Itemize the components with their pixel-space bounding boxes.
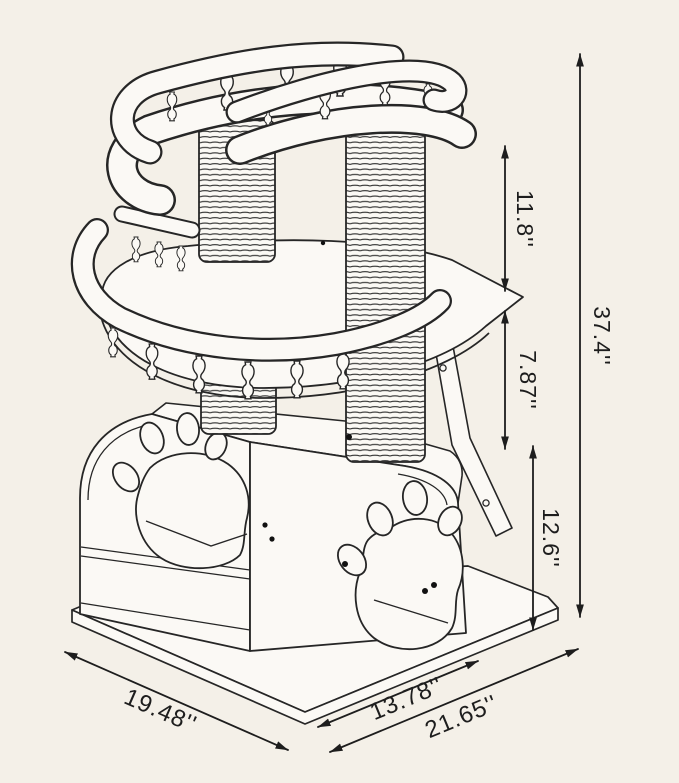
support-board-hole xyxy=(482,499,490,507)
base-board-edge xyxy=(71,607,559,725)
support-board-hole xyxy=(439,364,447,372)
middle-platform-railing xyxy=(70,205,452,400)
baluster xyxy=(131,236,141,263)
paw-cutout-left xyxy=(111,412,250,570)
cat-house xyxy=(79,402,467,652)
paw-toe xyxy=(111,461,141,493)
paw-interior-line xyxy=(145,520,248,547)
handrail xyxy=(227,61,466,122)
middle-platform xyxy=(99,239,524,399)
baluster xyxy=(107,327,119,358)
screw-dot xyxy=(342,561,348,567)
deck-dot xyxy=(320,240,326,246)
dimension-line-base-width xyxy=(329,648,579,753)
top-platform-left xyxy=(106,41,464,216)
platform xyxy=(108,85,462,214)
dimension-label-top-gap: 11.8'' xyxy=(512,190,538,248)
paw-pad xyxy=(354,517,464,651)
house-base-line xyxy=(80,602,251,631)
paw-toe xyxy=(336,543,368,577)
armrest xyxy=(115,207,199,237)
handrail xyxy=(112,43,403,163)
screw-dot xyxy=(262,522,268,528)
middle-handrail xyxy=(73,220,450,360)
house-right-corner-line xyxy=(397,473,448,506)
middle-platform-rim xyxy=(99,311,490,399)
paw-toe xyxy=(176,412,200,446)
dimension-label-house-height: 12.6'' xyxy=(538,508,564,568)
post-dot xyxy=(346,434,352,440)
scratching-post-right xyxy=(345,129,426,463)
top-platform-right xyxy=(225,59,477,165)
dimension-label-base-depth: 19.48'' xyxy=(120,683,201,738)
paw-toe xyxy=(366,501,394,537)
platform xyxy=(227,106,475,163)
paw-toe xyxy=(139,421,165,455)
paw-interior-line xyxy=(373,599,449,624)
house-left-corner-line xyxy=(87,423,153,501)
screw-dot xyxy=(422,588,428,594)
middle-platform-deck xyxy=(101,239,524,389)
dimension-label-total-height: 37.4'' xyxy=(589,306,615,366)
paw-toe xyxy=(437,505,463,537)
paw-pad xyxy=(135,452,250,570)
paw-cutout-right xyxy=(336,480,464,651)
dimension-line-base-depth xyxy=(64,651,289,751)
screw-dot xyxy=(269,536,275,542)
screw-dot xyxy=(431,582,437,588)
house-shelf-line xyxy=(80,555,251,580)
paw-toe xyxy=(401,480,429,516)
dimension-label-middle-gap: 7.87'' xyxy=(515,350,541,410)
